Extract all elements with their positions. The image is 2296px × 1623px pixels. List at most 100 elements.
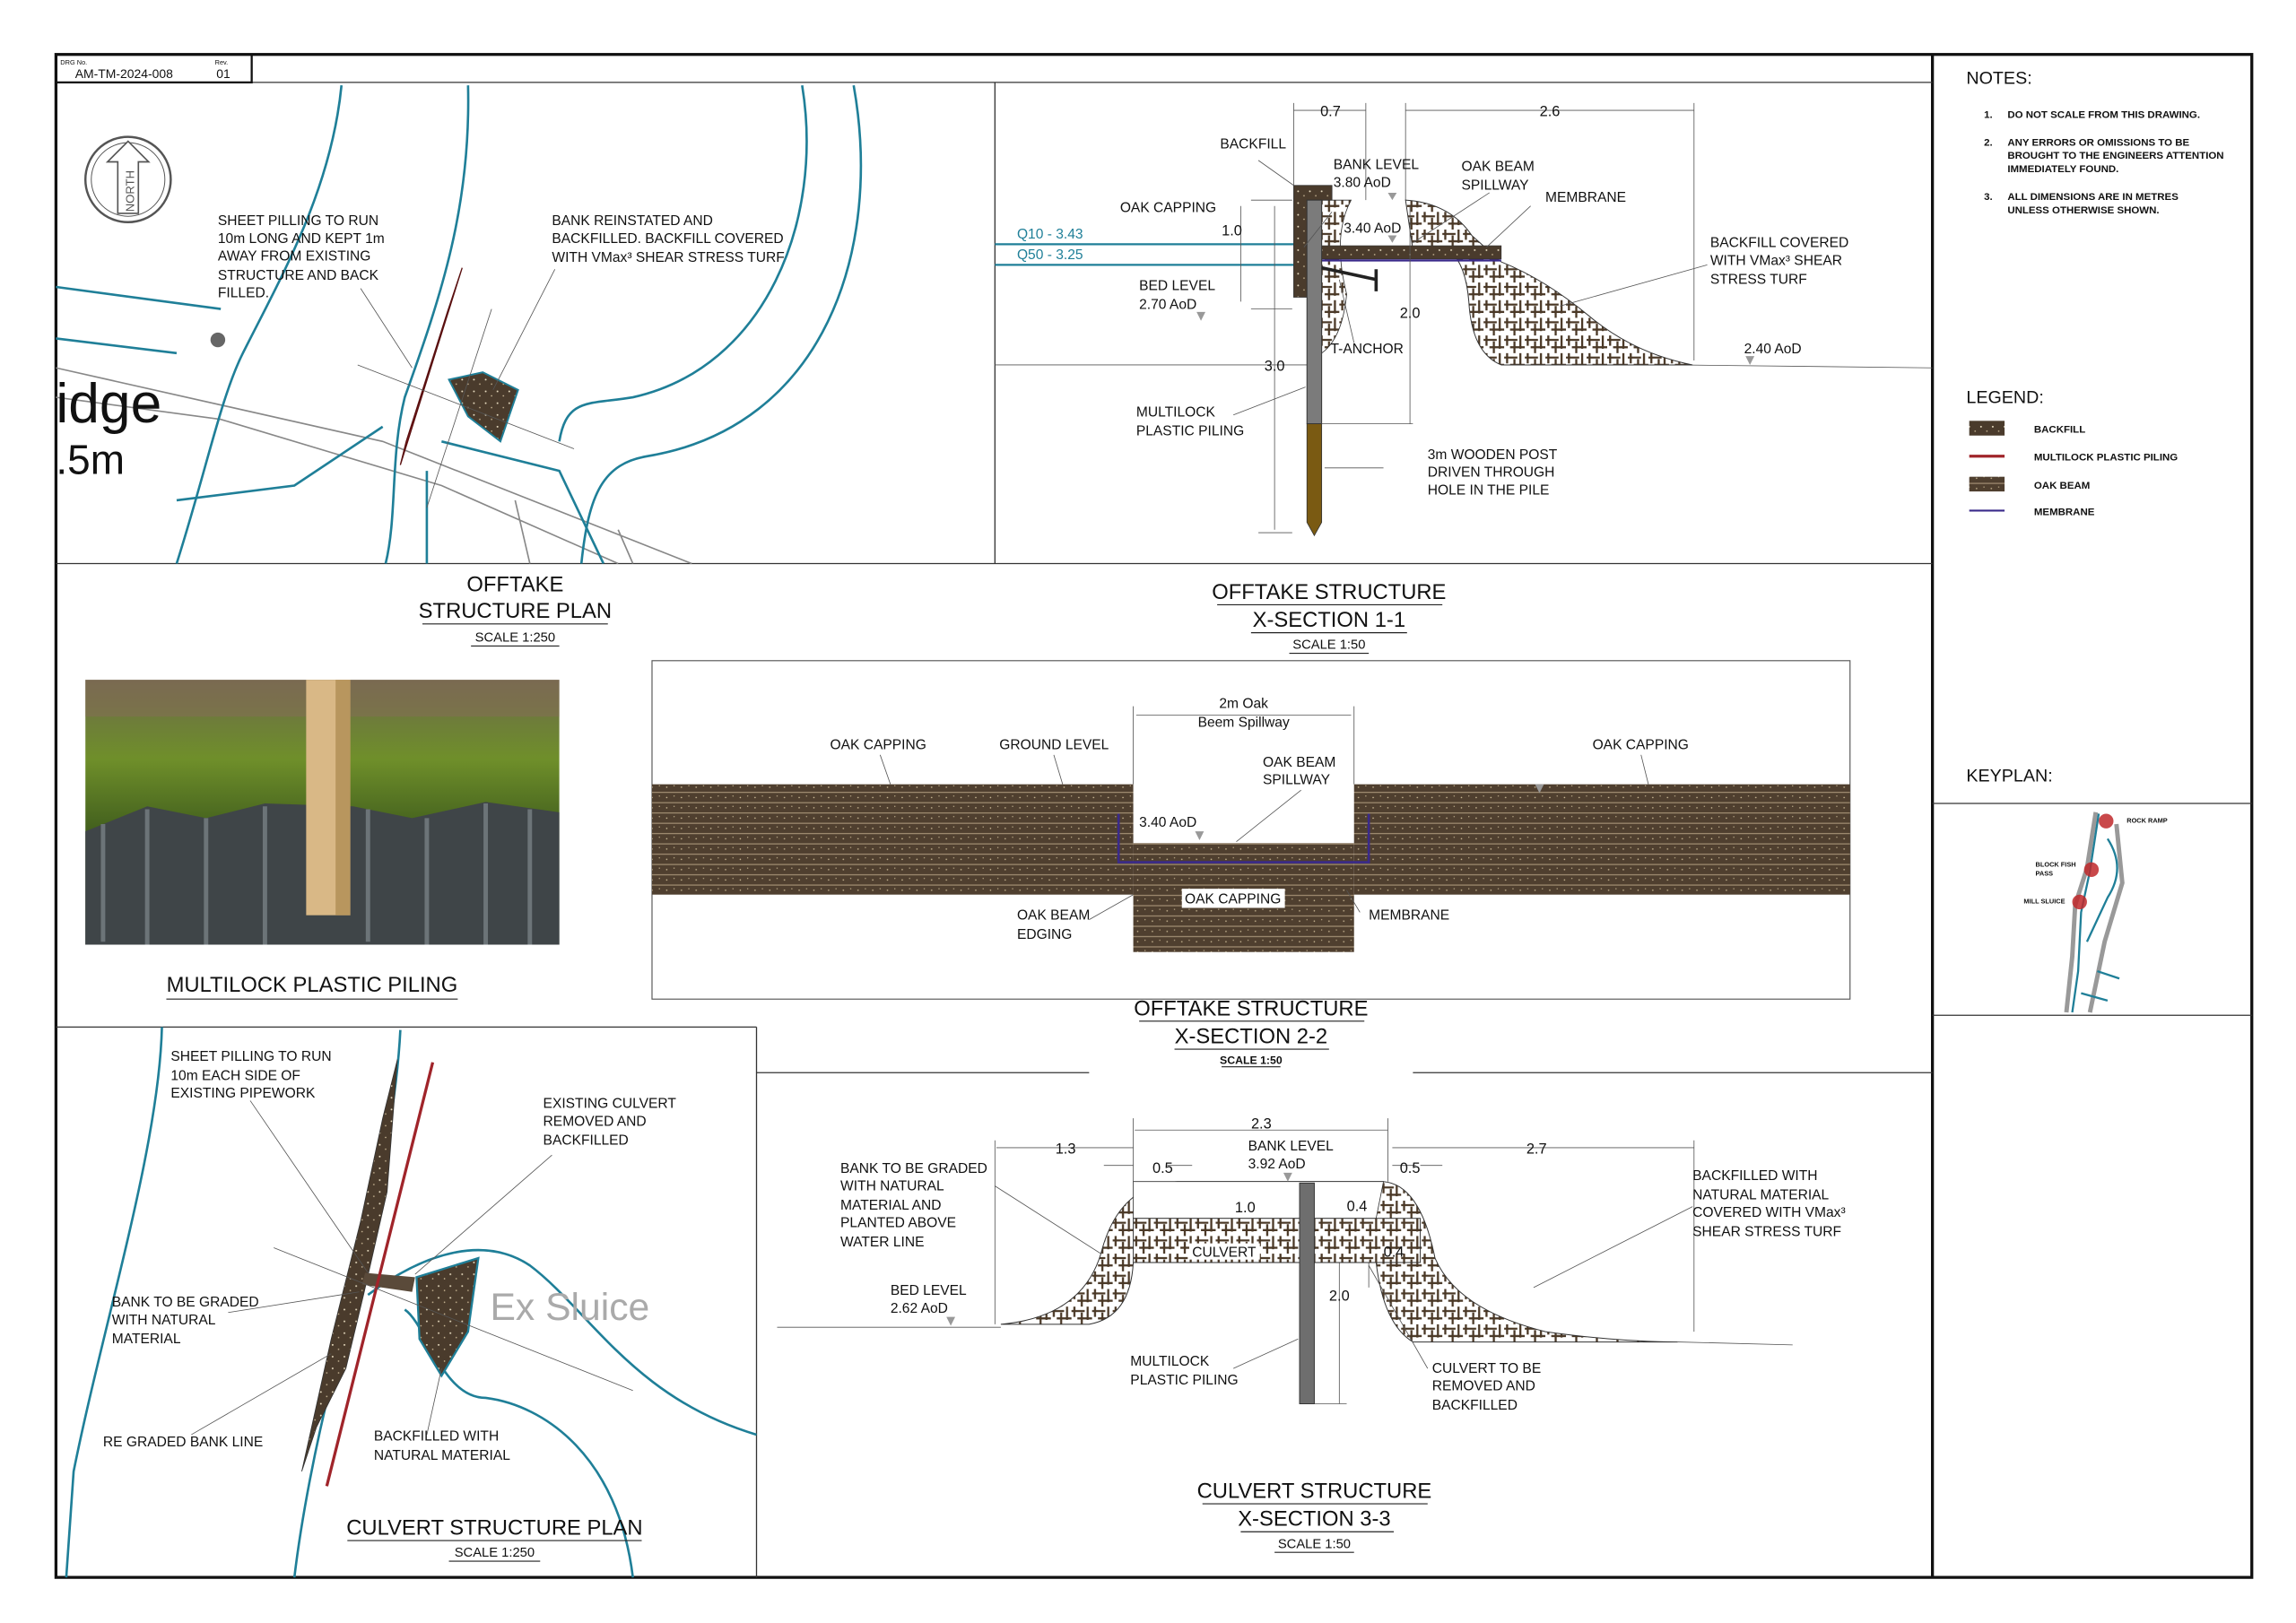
note-number: 2. xyxy=(1984,137,1993,148)
annotation: BANK LEVEL xyxy=(1334,158,1420,173)
annotation: STRUCTURE AND BACK xyxy=(218,268,379,283)
view-scale: SCALE 1:50 xyxy=(1220,1054,1283,1066)
level-label: 3.80 AoD xyxy=(1334,175,1391,190)
regraded-bank xyxy=(301,1059,398,1472)
culvert xyxy=(1133,1218,1422,1263)
annotation: PLASTIC PILING xyxy=(1136,424,1244,439)
view-title: OFFTAKE STRUCTURE xyxy=(1134,996,1368,1020)
annotation: BACKFILLED WITH xyxy=(1692,1168,1817,1184)
annotation: OAK CAPPING xyxy=(1593,737,1689,752)
annotation: OAK CAPPING xyxy=(831,737,926,752)
notes-panel: NOTES: 1. DO NOT SCALE FROM THIS DRAWING… xyxy=(1966,69,2223,216)
annotation: MULTILOCK xyxy=(1130,1354,1210,1369)
dimension: 0.4 xyxy=(1347,1199,1368,1215)
t-anchor xyxy=(1321,265,1378,291)
keyplan-map xyxy=(2064,812,2125,1013)
annotation: EDGING xyxy=(1017,927,1072,942)
north-label: NORTH xyxy=(123,170,136,212)
rock-ramp-marker xyxy=(2099,813,2114,829)
dimension: 1.3 xyxy=(1056,1141,1076,1158)
annotation: BANK TO BE GRADED xyxy=(112,1295,259,1310)
view-title: OFFTAKE STRUCTURE xyxy=(1212,580,1446,604)
annotation: BACKFILL COVERED xyxy=(1710,236,1848,251)
view-scale: SCALE 1:50 xyxy=(1278,1537,1351,1551)
note-text: IMMEDIATELY FOUND. xyxy=(2007,164,2118,175)
annotation: SHEET PILLING TO RUN xyxy=(218,213,378,229)
membrane-line xyxy=(1117,813,1370,864)
dimension: 2.3 xyxy=(1251,1116,1272,1133)
view-scale: SCALE 1:250 xyxy=(475,630,555,645)
annotation: BANK TO BE GRADED xyxy=(840,1161,987,1176)
dimension: 2.7 xyxy=(1526,1141,1547,1158)
notes-heading: NOTES: xyxy=(1966,69,2031,89)
annotation: AWAY FROM EXISTING xyxy=(218,248,371,264)
backfill-turf-slope xyxy=(1405,199,1693,366)
level-label: 3.40 AoD xyxy=(1139,815,1196,830)
annotation: BACKFILLED WITH xyxy=(374,1429,499,1445)
annotation: OAK CAPPING xyxy=(1185,892,1281,907)
dimension: 0.5 xyxy=(1152,1160,1173,1176)
annotation: WITH NATURAL xyxy=(840,1179,944,1194)
multilock-pile xyxy=(1299,1182,1315,1404)
dimension: 0.4 xyxy=(1384,1244,1405,1260)
dimension: 2.0 xyxy=(1329,1289,1350,1305)
annotation: PLASTIC PILING xyxy=(1130,1373,1238,1388)
legend-heading: LEGEND: xyxy=(1966,388,2043,408)
annotation: SPILLWAY xyxy=(1263,773,1331,788)
oak-beam-swatch xyxy=(1969,476,2005,492)
multilock-piling-photo xyxy=(85,680,560,945)
annotation: BACKFILL xyxy=(1220,137,1286,152)
annotation: Beem Spillway xyxy=(1198,716,1290,731)
keyplan-label: ROCK RAMP xyxy=(2126,816,2168,824)
map-text: idge xyxy=(56,373,161,435)
level-label: 3.80 AoD xyxy=(1479,769,1536,785)
map-text: .5m xyxy=(56,436,125,482)
note-text: BROUGHT TO THE ENGINEERS ATTENTION xyxy=(2007,151,2223,161)
level-label: 2.40 AoD xyxy=(1744,342,1802,357)
annotation: BACKFILLED. BACKFILL COVERED xyxy=(552,231,783,247)
dimension: 3.0 xyxy=(1265,359,1285,375)
annotation: NATURAL MATERIAL xyxy=(1692,1187,1829,1202)
oak-capping-left xyxy=(651,784,1134,895)
annotation: COVERED WITH VMax³ xyxy=(1692,1205,1845,1220)
view-scale: SCALE 1:50 xyxy=(1292,638,1365,653)
dimension: 2.0 xyxy=(1400,305,1421,321)
annotation: GROUND LEVEL xyxy=(999,737,1109,752)
annotation: STRESS TURF xyxy=(1710,273,1807,288)
annotation: BANK REINSTATED AND xyxy=(552,213,712,229)
ex-sluice-label: Ex Sluice xyxy=(490,1286,649,1329)
sheet-piling xyxy=(399,267,463,465)
annotation: MEMBRANE xyxy=(1369,908,1449,924)
annotation: OAK CAPPING xyxy=(1120,200,1216,215)
annotation: REMOVED AND xyxy=(544,1114,647,1129)
annotation: 10m LONG AND KEPT 1m xyxy=(218,231,385,247)
legend-panel: LEGEND: BACKFILL MULTILOCK PLASTIC PILIN… xyxy=(1966,388,2178,518)
block-fish-pass-marker xyxy=(2083,862,2100,878)
view-title: X-SECTION 1-1 xyxy=(1253,608,1405,632)
annotation: WITH NATURAL xyxy=(112,1313,216,1328)
note-number: 1. xyxy=(1984,109,1993,120)
note-text: UNLESS OTHERWISE SHOWN. xyxy=(2007,205,2159,216)
title-block: DRG No. AM-TM-2024-008 Rev. 01 xyxy=(55,53,253,84)
q50-label: Q50 - 3.25 xyxy=(1017,247,1083,263)
level-label: 3.40 AoD xyxy=(1344,221,1401,236)
revision-label: Rev. xyxy=(215,58,229,66)
keyplan-label: MILL SLUICE xyxy=(2023,898,2065,906)
mill-sluice-marker xyxy=(2072,894,2087,910)
drawing-number: AM-TM-2024-008 xyxy=(75,66,173,81)
legend-label: OAK BEAM xyxy=(2034,481,2090,491)
annotation: PLANTED ABOVE xyxy=(840,1216,956,1231)
annotation: WATER LINE xyxy=(840,1235,924,1250)
north-arrow: NORTH xyxy=(83,135,172,224)
annotation: OAK BEAM xyxy=(1017,908,1090,924)
view-scale: SCALE 1:250 xyxy=(455,1546,535,1560)
annotation: FILLED. xyxy=(218,285,269,300)
view-title: OFFTAKE xyxy=(466,573,563,597)
backfill-swatch xyxy=(1969,421,2005,436)
level-label: 2.70 AoD xyxy=(1139,298,1196,313)
plan-map xyxy=(56,84,863,565)
backfill-behind-pile xyxy=(1321,199,1352,354)
legend-label: MULTILOCK PLASTIC PILING xyxy=(2034,453,2178,464)
q10-label: Q10 - 3.43 xyxy=(1017,227,1083,242)
